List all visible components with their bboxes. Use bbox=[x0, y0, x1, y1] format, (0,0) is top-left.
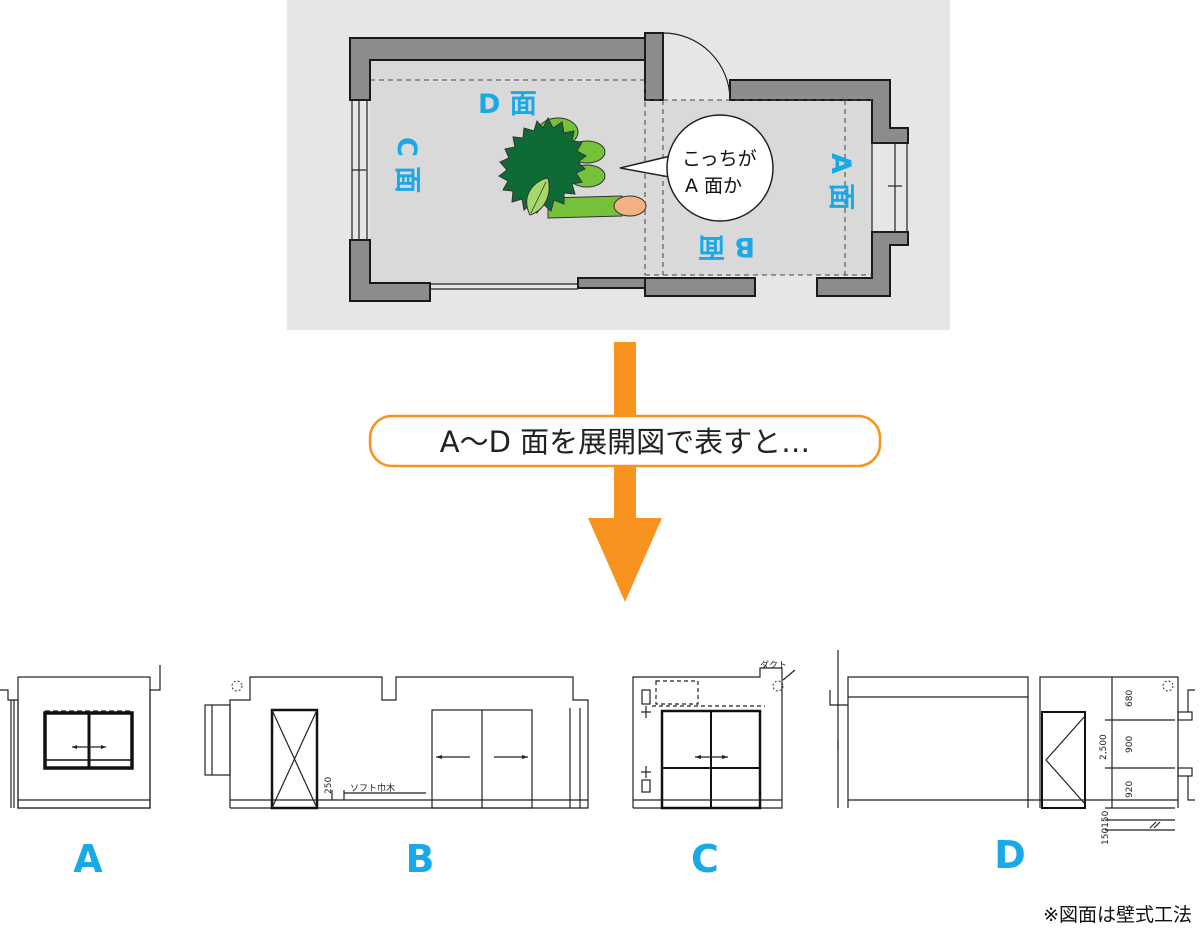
dim-900: 900 bbox=[1125, 736, 1135, 753]
room-floor bbox=[370, 60, 872, 283]
baseboard-height-dim: 250 bbox=[324, 777, 334, 794]
footnote: ※図面は壁式工法 bbox=[1043, 904, 1192, 926]
plan-walls bbox=[349, 32, 909, 302]
face-b-label: B 面 bbox=[698, 231, 755, 262]
plant-head bbox=[498, 116, 587, 214]
soft-baseboard-label: ソフト巾木 bbox=[350, 782, 395, 794]
elevation-d-label: D bbox=[994, 833, 1026, 877]
caption-text: A～D 面を展開図で表すと… bbox=[440, 425, 810, 459]
elevation-b: 250 ソフト巾木 B bbox=[204, 676, 589, 881]
dim-2500: 2,500 bbox=[1099, 734, 1109, 760]
bubble-line-2: A 面か bbox=[685, 175, 742, 197]
caption-box: A～D 面を展開図で表すと… bbox=[368, 414, 882, 468]
speech-bubble: こっちが A 面か bbox=[619, 114, 774, 222]
dim-150-90: 150150 bbox=[1101, 810, 1111, 845]
elevation-d: 680 900 920 2,500 150150 D bbox=[829, 650, 1195, 877]
down-arrow-icon bbox=[588, 342, 662, 602]
elevation-c: ダクト C bbox=[632, 659, 796, 881]
plan-openings bbox=[351, 32, 908, 290]
plant-character bbox=[498, 116, 647, 219]
elevation-b-label: B bbox=[406, 837, 435, 881]
dim-920: 920 bbox=[1125, 781, 1135, 798]
bubble-line-1: こっちが bbox=[682, 148, 757, 170]
face-d-label: D 面 bbox=[478, 89, 537, 120]
face-a-label: A 面 bbox=[825, 153, 856, 210]
floor-plan: こっちが A 面か D 面 C 面 A 面 B 面 bbox=[287, 0, 950, 330]
elevation-c-label: C bbox=[691, 837, 719, 881]
elevation-a-label: A bbox=[73, 837, 103, 881]
elevation-a: A bbox=[0, 665, 161, 881]
dim-680: 680 bbox=[1125, 690, 1135, 707]
duct-label: ダクト bbox=[760, 659, 787, 671]
face-c-label: C 面 bbox=[391, 137, 422, 193]
